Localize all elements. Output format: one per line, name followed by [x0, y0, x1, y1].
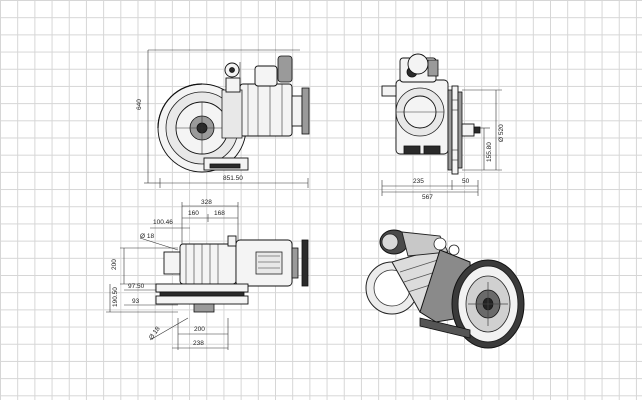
dim-bottom-200: 200: [194, 326, 205, 333]
dim-side-235: 235: [413, 178, 424, 185]
dim-bottom-dia-18: Ø 18: [148, 325, 162, 341]
dim-front-width: 851.50: [223, 175, 243, 182]
dim-top-160: 160: [188, 210, 199, 217]
dim-left-97-50: 97.50: [128, 283, 145, 290]
dim-side-50: 50: [462, 178, 470, 185]
dim-side-567: 567: [422, 194, 433, 201]
dim-side-155-80: 155.80: [486, 142, 493, 162]
dim-top-328: 328: [201, 199, 212, 206]
isometric-render: [365, 229, 525, 349]
dim-left-190-50: 190.50: [112, 287, 119, 307]
dim-top-168: 168: [214, 210, 225, 217]
dim-left-200: 200: [111, 259, 118, 270]
side-view: 235 50 567 155.80 Ø 520: [381, 53, 505, 201]
dim-top-dia-18: Ø 18: [140, 233, 154, 240]
dim-front-height: 640: [136, 99, 143, 110]
dim-left-93: 93: [132, 298, 140, 305]
top-view: 328 160 168 100.46 Ø 18 200 190.50 97.50…: [106, 199, 309, 350]
dim-bottom-238: 238: [193, 340, 204, 347]
front-view: 640 851.50: [136, 49, 310, 188]
dim-side-diameter: Ø 520: [498, 124, 505, 142]
dim-top-100-46: 100.46: [153, 219, 173, 226]
